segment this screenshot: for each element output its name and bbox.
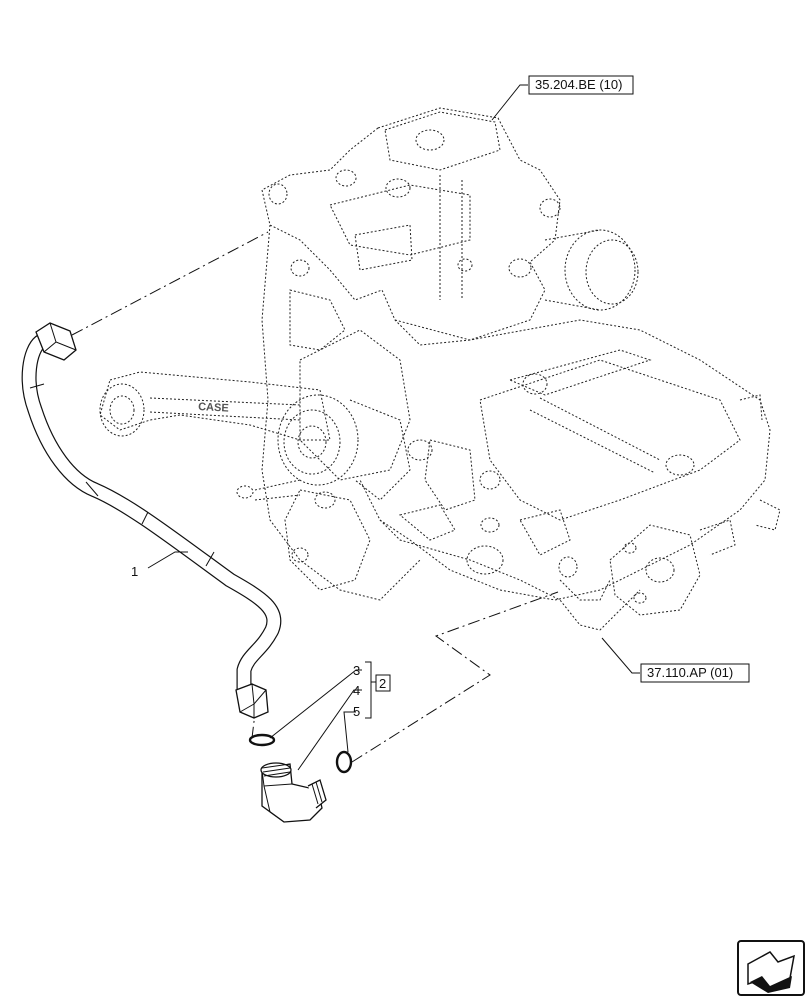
callout-2-box: [375, 674, 391, 692]
pipe-nut-top[interactable]: [35, 322, 77, 361]
reference-35-204-be-text: 35.204.BE (10): [535, 77, 622, 92]
elbow-adapter[interactable]: [260, 762, 327, 823]
hydraulic-pipe[interactable]: [21, 334, 282, 698]
navigation-arrow-icon[interactable]: [737, 940, 805, 996]
phantom-housing-assembly: [99, 107, 781, 631]
callout-1: 1: [131, 564, 138, 579]
leader-lines: [147, 84, 640, 771]
reference-37-110-ap-text: 37.110.AP (01): [647, 665, 733, 680]
callout-2: 2: [379, 676, 386, 691]
assembly-centerlines: [71, 231, 559, 763]
o-ring-5[interactable]: [335, 750, 353, 774]
callout-5: 5: [353, 704, 360, 719]
reference-35-204-be[interactable]: 35.204.BE (10): [528, 75, 634, 95]
o-ring-3[interactable]: [248, 733, 276, 747]
pipe-nut-bottom[interactable]: [235, 683, 269, 719]
casting-text: CASE: [198, 401, 229, 415]
callout-3: 3: [353, 663, 360, 678]
reference-37-110-ap[interactable]: 37.110.AP (01): [640, 663, 750, 683]
callout-4: 4: [353, 683, 360, 698]
